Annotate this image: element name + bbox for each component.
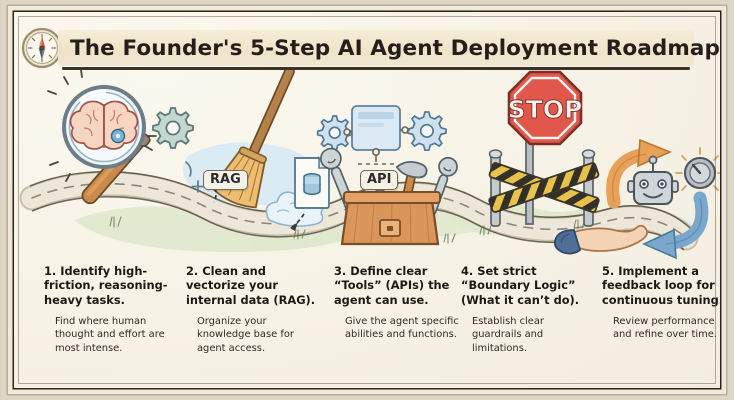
arrow-down-curved-icon [642,191,709,260]
arrow-up-curved-icon [606,138,673,209]
step-1-heading: 1. Identify high-friction, reasoning-hea… [44,264,179,307]
step-4-caption: Establish clear guardrails and limitatio… [472,316,544,354]
step-block-2: 2. Clean and vectorize your internal dat… [186,264,321,355]
page-title: The Founder's 5-Step AI Agent Deployment… [70,36,720,61]
step-4-heading: 4. Set strict “Boundary Logic” (What it … [461,264,596,307]
dial-knob-icon [675,147,720,191]
step-1-number: 1. [44,264,57,278]
step-3-number: 3. [334,264,347,278]
stop-sign-icon: STOP [507,70,583,225]
grass-tufts [109,216,586,244]
step-5-number: 5. [602,264,615,278]
title-underline [62,67,690,70]
step-3-title: Define clear “Tools” (APIs) the agent ca… [334,264,450,307]
stop-sign-text: STOP [508,95,583,124]
step-2-caption: Organize your knowledge base for agent a… [197,316,294,354]
api-connectors [343,126,410,165]
illustration-scene: STOP [14,70,720,260]
step-5-heading: 5. Implement a feedback loop for continu… [602,264,720,307]
step-4-number: 4. [461,264,474,278]
step-1-caption: Find where human thought and effort are … [55,316,165,354]
step-3-caption: Give the agent specific abilities and fu… [345,316,459,341]
compass-icon [21,27,63,69]
gear-left-icon [316,115,353,151]
sparkle-icon [47,70,157,182]
step-block-5: 5. Implement a feedback loop for continu… [602,264,720,342]
title-highlight-band [58,30,694,66]
poster-paper: The Founder's 5-Step AI Agent Deployment… [14,12,720,388]
step-5-title: Implement a feedback loop for continuous… [602,264,720,307]
brain-icon [69,100,139,150]
step-5-caption: Review performance and refine over time. [613,316,717,341]
gear-icon [152,107,194,149]
steps-row: 1. Identify high-friction, reasoning-hea… [14,264,720,388]
step-3-heading: 3. Define clear “Tools” (APIs) the agent… [334,264,459,307]
gear-right-icon [406,111,447,152]
step-block-1: 1. Identify high-friction, reasoning-hea… [44,264,179,355]
robot-icon [627,155,679,206]
api-panel-icon [351,105,401,151]
step-2-number: 2. [186,264,199,278]
step-block-4: 4. Set strict “Boundary Logic” (What it … [461,264,596,355]
api-label: API [360,170,399,190]
document-database-icon [294,156,331,209]
barrier-icon [488,149,600,227]
toolbox-icon [320,147,458,246]
step-4-title: Set strict “Boundary Logic” (What it can… [461,264,580,307]
step-2-title: Clean and vectorize your internal data (… [186,264,316,307]
poster-header: The Founder's 5-Step AI Agent Deployment… [14,20,720,76]
rag-label: RAG [203,170,248,190]
step-block-3: 3. Define clear “Tools” (APIs) the agent… [334,264,459,342]
hand-icon [553,224,649,255]
step-1-title: Identify high-friction, reasoning-heavy … [44,264,168,307]
scene-drawing: STOP [19,70,720,260]
step-2-heading: 2. Clean and vectorize your internal dat… [186,264,321,307]
